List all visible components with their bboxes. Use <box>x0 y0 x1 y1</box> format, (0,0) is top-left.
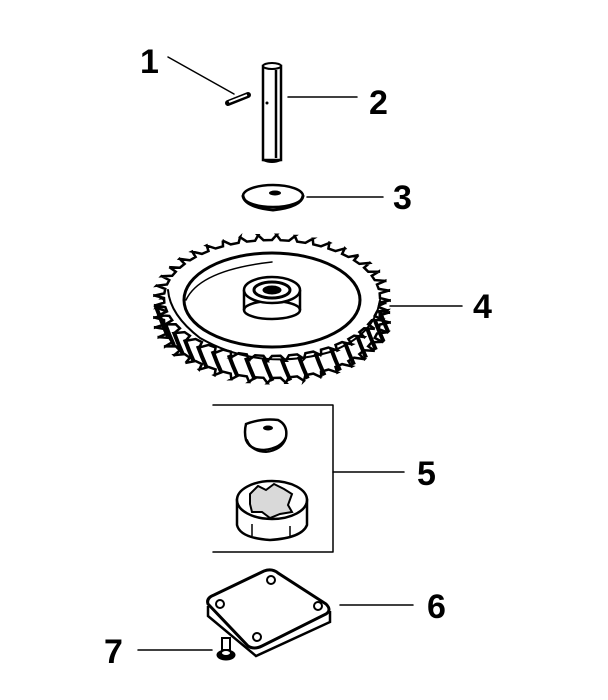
part-4-gear <box>153 232 391 386</box>
callout-3-label: 3 <box>393 179 412 217</box>
callout-7-label: 7 <box>104 633 123 671</box>
callout-1-label: 1 <box>140 43 159 81</box>
gear-tooth-side <box>182 338 196 363</box>
part-3-washer <box>241 183 305 212</box>
callout-5-label: 5 <box>417 455 436 493</box>
part-7-screw <box>216 637 236 661</box>
part-5-rotor-set <box>212 404 334 553</box>
gear-tooth-side <box>244 357 257 381</box>
callout-2-label: 2 <box>369 84 388 122</box>
gear-tooth-side <box>261 358 275 382</box>
inner-rotor <box>243 418 288 453</box>
part-2-shaft <box>261 62 283 163</box>
part-6-cover-plate <box>206 568 332 658</box>
part-1-pin <box>225 92 251 106</box>
outer-rotor <box>235 479 309 542</box>
callout-4-label: 4 <box>473 288 492 326</box>
leader-lines <box>137 56 463 651</box>
callout-6-label: 6 <box>427 588 446 626</box>
